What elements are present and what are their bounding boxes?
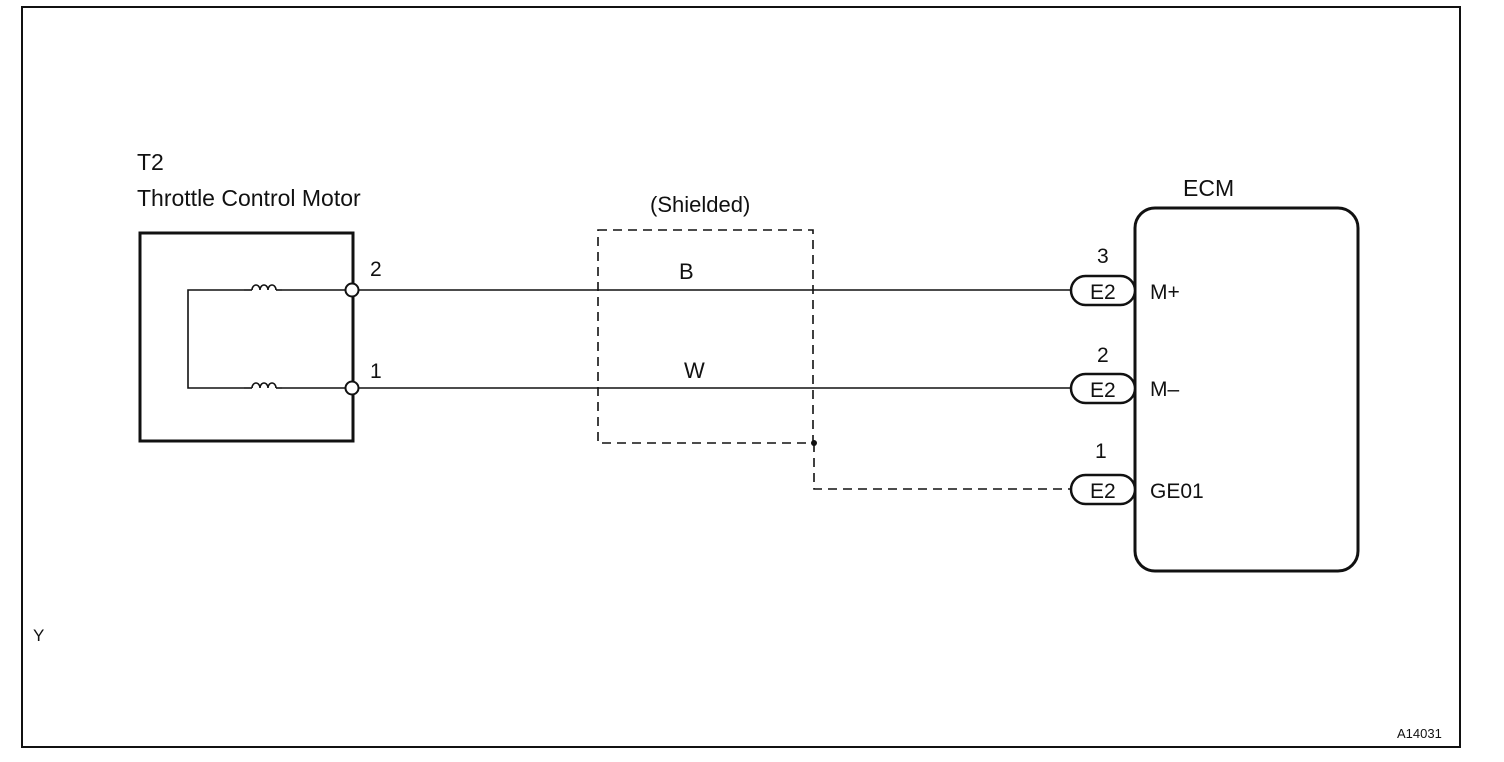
pin-number: 1	[370, 360, 382, 383]
connector-e2: E2	[1069, 274, 1137, 307]
shield-box	[597, 229, 814, 444]
svg-text:E2: E2	[1090, 480, 1116, 503]
ecm-terminal-label: M–	[1150, 378, 1179, 401]
ecm-terminal-label: M+	[1150, 281, 1180, 304]
coil-icon	[244, 382, 282, 389]
wire-color-code: W	[684, 358, 705, 383]
corner-marker: Y	[33, 626, 44, 645]
connector-e2: E2	[1069, 372, 1137, 405]
component-id: T2	[137, 149, 164, 175]
pin-number: 2	[370, 258, 382, 281]
ecm-title: ECM	[1183, 175, 1234, 201]
motor-box	[138, 231, 355, 443]
ecm-pin-number: 1	[1095, 440, 1107, 463]
svg-text:E2: E2	[1090, 379, 1116, 402]
motor-internal-wiring	[187, 289, 345, 389]
ecm-pin-number: 3	[1097, 245, 1109, 268]
ecm-terminal-label: GE01	[1150, 480, 1204, 503]
svg-text:E2: E2	[1090, 281, 1116, 304]
diagram-frame	[21, 6, 1461, 748]
wire-color-code: B	[679, 259, 694, 284]
shield-label: (Shielded)	[650, 192, 750, 217]
coil-icon	[244, 284, 282, 291]
shield-drain-wire	[813, 443, 1073, 490]
figure-code: A14031	[1397, 726, 1442, 741]
pin-terminal-icon	[344, 380, 360, 396]
component-name: Throttle Control Motor	[137, 185, 361, 211]
ecm-pin-number: 2	[1097, 344, 1109, 367]
connector-e2: E2	[1069, 473, 1137, 506]
pin-terminal-icon	[344, 282, 360, 298]
